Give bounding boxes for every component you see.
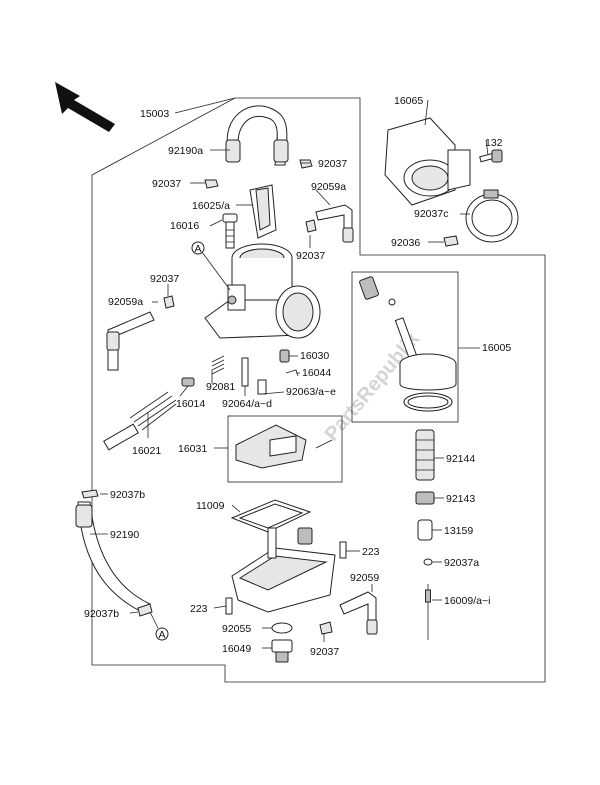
label-92059a-top: 92059a (311, 181, 346, 193)
label-92037-left: 92037 (152, 178, 181, 190)
callout-a-top: A (191, 241, 231, 291)
part-92037-clip-side (163, 295, 175, 309)
label-223-right: 223 (362, 546, 380, 558)
part-92190-hose (75, 501, 151, 613)
label-16014: 16014 (176, 398, 205, 410)
part-16049-plug (271, 639, 293, 663)
part-16025-cap (249, 184, 277, 239)
label-92037-bottom: 92037 (310, 646, 339, 658)
label-92037b-bottom: 92037b (84, 608, 119, 620)
part-16014 (181, 377, 195, 387)
label-92055: 92055 (222, 623, 251, 635)
part-92063-jet (257, 379, 267, 395)
part-16031-lever (235, 424, 333, 469)
part-132-bolt (479, 149, 503, 163)
part-92081-spring (211, 355, 225, 375)
part-11009-gasket (230, 499, 312, 533)
part-92144-spring (415, 429, 435, 481)
part-92143 (415, 491, 435, 505)
part-92037-clip-mid (305, 219, 317, 233)
label-16009: 16009/a~i (444, 595, 490, 607)
label-16025a: 16025/a (192, 200, 230, 212)
label-16031: 16031 (178, 443, 207, 455)
label-92063: 92063/a~e (286, 386, 336, 398)
part-13159 (417, 519, 433, 541)
part-92037c-clamp (465, 189, 519, 243)
label-13159: 13159 (444, 525, 473, 537)
part-16031-box (227, 415, 343, 483)
part-92190a-hose (225, 105, 289, 166)
part-float-bowl (231, 527, 336, 613)
label-92190: 92190 (110, 529, 139, 541)
part-16016-screw (222, 213, 238, 249)
part-16030 (279, 349, 290, 363)
part-carburetor-body (204, 243, 321, 339)
direction-arrow-icon (55, 82, 115, 132)
label-16065: 16065 (394, 95, 423, 107)
label-92190a: 92190a (168, 145, 203, 157)
part-16044 (285, 369, 299, 377)
label-223-left: 223 (190, 603, 208, 615)
label-16030: 16030 (300, 350, 329, 362)
part-92037-clip-left (204, 179, 219, 189)
label-92037-side: 92037 (150, 273, 179, 285)
part-labels: 15003 16065 132 92190a 92037 92037 16025… (84, 95, 511, 658)
label-16016: 16016 (170, 220, 199, 232)
part-92037b-clip-bottom (137, 603, 153, 617)
label-11009: 11009 (196, 500, 225, 512)
part-92055-oring (271, 622, 293, 634)
label-92037-top: 92037 (318, 158, 347, 170)
label-92037c: 92037c (414, 208, 448, 220)
part-92037-clip-top (299, 159, 313, 169)
part-92059a-tube-left (106, 311, 155, 371)
label-132: 132 (485, 137, 503, 149)
part-92037a-clip (423, 558, 433, 566)
callout-a-bottom: A (149, 611, 169, 641)
part-16021-spring (103, 391, 177, 451)
label-16005: 16005 (482, 342, 511, 354)
label-92037a: 92037a (444, 557, 479, 569)
part-223-screw-left (225, 597, 233, 615)
part-223-screw-right (339, 541, 347, 559)
svg-text:A: A (159, 629, 166, 641)
part-92037-clip-bottom (319, 621, 333, 635)
label-92037-mid: 92037 (296, 250, 325, 262)
label-92059: 92059 (350, 572, 379, 584)
svg-text:A: A (195, 243, 202, 255)
part-92064-jet (241, 357, 249, 387)
leader-lines (90, 97, 489, 649)
label-92064: 92064/a~d (222, 398, 272, 410)
label-92143: 92143 (446, 493, 475, 505)
part-92036-clip (443, 235, 459, 247)
label-16049: 16049 (222, 643, 251, 655)
part-16005-box (351, 271, 459, 423)
label-92037b-top: 92037b (110, 489, 145, 501)
part-92059-tube (339, 591, 378, 635)
part-16065-holder (384, 117, 471, 206)
label-16044: 16044 (302, 367, 331, 379)
part-16009-needle (425, 584, 431, 640)
label-15003: 15003 (140, 108, 169, 120)
label-92144: 92144 (446, 453, 475, 465)
assembly-frame (91, 97, 546, 683)
label-16021: 16021 (132, 445, 161, 457)
label-92036: 92036 (391, 237, 420, 249)
part-16005-parts (359, 276, 457, 412)
part-92059a-tube-top (315, 204, 354, 243)
label-92059a-left: 92059a (108, 296, 143, 308)
part-92037b-clip-top (81, 489, 99, 499)
label-92081: 92081 (206, 381, 235, 393)
